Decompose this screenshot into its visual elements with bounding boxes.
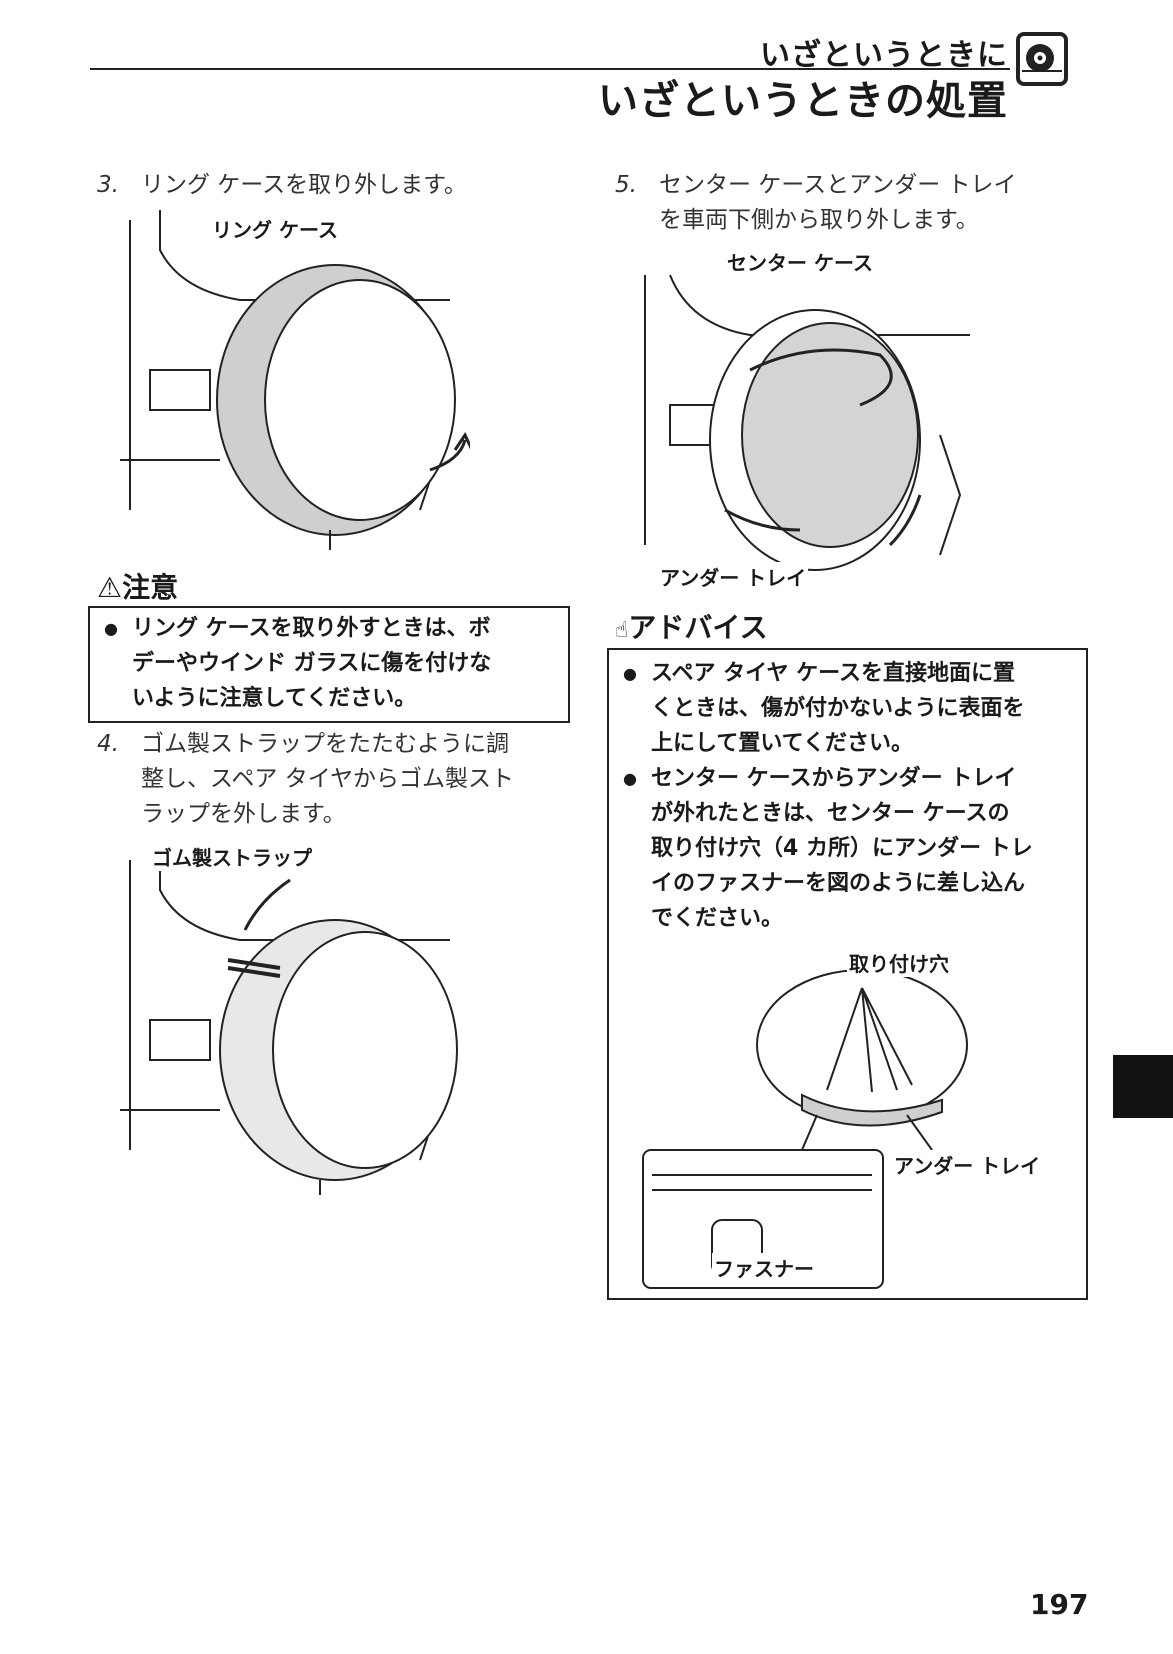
caution-box: リング ケースを取り外すときは、ボ デーやウインド ガラスに傷を付けな いように… [88, 606, 570, 723]
advice-item: センター ケースからアンダー トレイ が外れたときは、センター ケースの 取り付… [617, 761, 1078, 936]
figure-fastener: 取り付け穴 アンダー トレイ ファスナー [642, 948, 1082, 1290]
advice-box: スペア タイヤ ケースを直接地面に置 くときは、傷が付かないように表面を 上にし… [607, 648, 1088, 1300]
step-4: 4.ゴム製ストラップをたたむように調 整し、スペア タイヤからゴム製スト ラップ… [97, 731, 515, 827]
caution-item: リング ケースを取り外すときは、ボ デーやウインド ガラスに傷を付けな いように… [98, 611, 560, 716]
label-rubber-strap: ゴム製ストラップ [150, 842, 314, 871]
advice-item: スペア タイヤ ケースを直接地面に置 くときは、傷が付かないように表面を 上にし… [617, 656, 1078, 761]
step-3: 3.リング ケースを取り外します。 [97, 172, 467, 198]
page-number: 197 [1030, 1588, 1089, 1621]
tire-icon [1016, 32, 1068, 86]
warning-triangle-icon: ⚠ [97, 571, 123, 604]
caution-heading: ⚠注意 [97, 571, 179, 604]
figure-rubber-strap: ゴム製ストラップ [120, 842, 470, 1195]
header-rule [90, 68, 1010, 70]
advice-heading: ☝アドバイス [615, 611, 768, 644]
step-5: 5.センター ケースとアンダー トレイ を車両下側から取り外します。 [615, 172, 1017, 233]
label-under-tray-detail: アンダー トレイ [892, 1150, 1043, 1179]
label-under-tray: アンダー トレイ [658, 562, 809, 591]
figure-center-case: センター ケース アンダー トレイ [640, 247, 990, 591]
label-fastener: ファスナー [712, 1253, 816, 1282]
pointing-hand-icon: ☝ [615, 618, 629, 643]
label-ring-case: リング ケース [210, 214, 340, 243]
chapter-tab [1113, 1055, 1173, 1118]
figure-ring-case: リング ケース [120, 210, 474, 550]
section-title: いざというときに [760, 38, 1008, 73]
label-mounting-holes: 取り付け穴 [847, 948, 951, 977]
label-center-case: センター ケース [725, 247, 875, 276]
page-title: いざというときの処置 [598, 78, 1008, 124]
